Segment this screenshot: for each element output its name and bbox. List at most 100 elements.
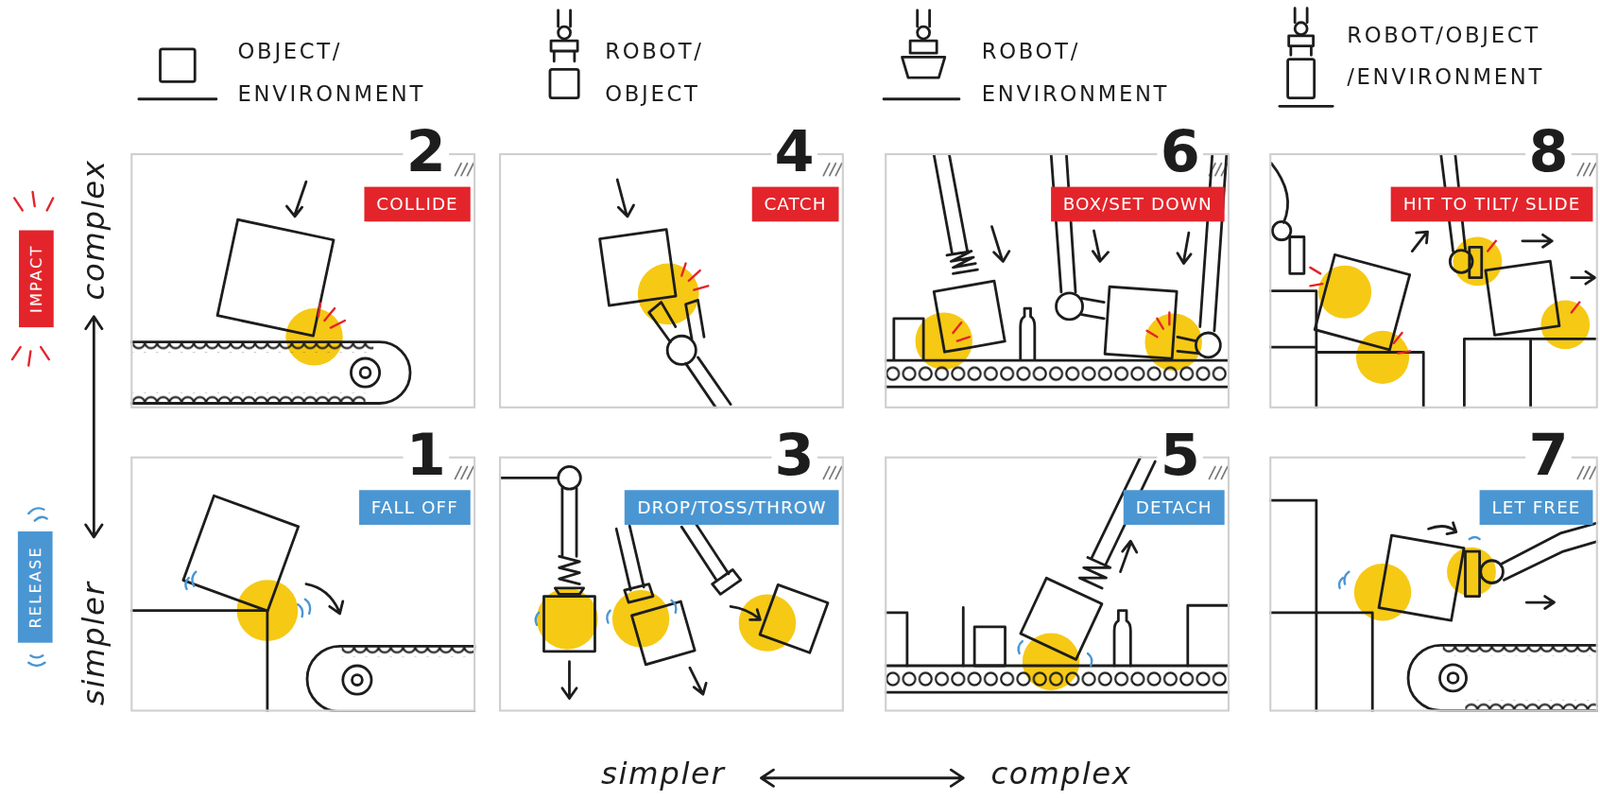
fall-off-illustration bbox=[307, 645, 476, 711]
let-free-illustration bbox=[1269, 499, 1373, 712]
detach-illustration bbox=[884, 456, 1230, 692]
let-free-illustration bbox=[1464, 700, 1598, 711]
hit-to-tilt-slide-illustration bbox=[1469, 246, 1482, 277]
example-panel: 2COLLIDE bbox=[130, 153, 476, 409]
box-set-down-illustration bbox=[1050, 153, 1076, 293]
action-badge: FALL OFF bbox=[359, 489, 471, 525]
collide-illustration bbox=[350, 358, 379, 387]
box-set-down-illustration bbox=[952, 322, 969, 341]
catch-illustration bbox=[617, 179, 634, 217]
header-icon bbox=[1294, 8, 1308, 23]
drop-toss-throw-illustration bbox=[554, 487, 584, 594]
box-set-down-illustration bbox=[933, 280, 1005, 352]
let-free-illustration bbox=[1443, 644, 1599, 655]
badge-label: RELEASE bbox=[25, 545, 44, 628]
action-badge: HIT TO TILT/ SLIDE bbox=[1391, 187, 1594, 223]
number-hatch bbox=[823, 163, 842, 176]
axis-arrow bbox=[12, 191, 53, 366]
hit-to-tilt-slide-illustration bbox=[1309, 267, 1411, 354]
box-set-down-illustration bbox=[933, 153, 978, 274]
let-free-illustration bbox=[1269, 499, 1599, 712]
let-free-illustration bbox=[1446, 547, 1497, 597]
panel-number: 6 bbox=[1156, 123, 1204, 181]
example-panel: 5DETACH bbox=[884, 456, 1230, 712]
hit-to-tilt-slide-illustration bbox=[1269, 153, 1599, 409]
number-hatch bbox=[1577, 465, 1596, 479]
let-free-illustration bbox=[1501, 522, 1598, 580]
axis-arrow bbox=[760, 769, 964, 786]
box-set-down-illustration bbox=[1020, 308, 1035, 360]
action-badge: DROP/TOSS/THROW bbox=[624, 489, 839, 525]
detach-illustration bbox=[1114, 610, 1131, 666]
collide-illustration bbox=[132, 393, 365, 404]
header-icon bbox=[160, 49, 196, 83]
hit-to-tilt-slide-illustration bbox=[1356, 330, 1410, 384]
header-icon bbox=[138, 97, 217, 101]
box-set-down-illustration bbox=[991, 226, 1009, 262]
detach-illustration bbox=[884, 667, 1230, 690]
example-panel: 6BOX/SET DOWN bbox=[884, 153, 1230, 409]
column-header: OBJECT/ ENVIRONMENT bbox=[238, 29, 464, 116]
header-icon bbox=[1279, 104, 1333, 108]
hit-to-tilt-slide-illustration bbox=[1411, 231, 1428, 252]
action-badge: COLLIDE bbox=[363, 187, 470, 223]
box-set-down-illustration bbox=[1092, 230, 1191, 264]
number-hatch bbox=[1208, 465, 1227, 479]
fall-off-illustration bbox=[183, 495, 299, 611]
hit-to-tilt-slide-illustration bbox=[1487, 240, 1580, 313]
fall-off-illustration bbox=[130, 610, 268, 712]
header-icon bbox=[1289, 35, 1314, 56]
box-set-down-illustration bbox=[1195, 332, 1221, 358]
panel-number: 2 bbox=[403, 123, 450, 181]
badge-label: CATCH bbox=[763, 193, 826, 215]
category-badge: RELEASE bbox=[17, 531, 52, 643]
catch-illustration bbox=[649, 299, 705, 342]
box-set-down-illustration bbox=[1082, 297, 1105, 319]
header-icon bbox=[558, 10, 571, 27]
action-badge: LET FREE bbox=[1479, 489, 1594, 525]
fall-off-illustration bbox=[306, 584, 344, 614]
detach-illustration bbox=[1120, 540, 1137, 571]
drop-toss-throw-illustration bbox=[631, 601, 695, 665]
header-icon bbox=[550, 40, 578, 62]
header-icon bbox=[917, 10, 930, 27]
hit-to-tilt-slide-illustration bbox=[1522, 234, 1596, 284]
header-icon bbox=[917, 26, 930, 39]
panel-number: 3 bbox=[771, 426, 818, 483]
badge-label: IMPACT bbox=[26, 244, 45, 313]
example-panel: 3DROP/TOSS/THROW bbox=[498, 456, 844, 712]
hit-to-tilt-slide-illustration bbox=[1540, 299, 1590, 349]
header-icon bbox=[1288, 59, 1315, 99]
hit-to-tilt-slide-illustration bbox=[1485, 260, 1560, 335]
let-free-illustration bbox=[1464, 550, 1480, 597]
example-panel: 8HIT TO TILT/ SLIDE bbox=[1269, 153, 1599, 409]
box-set-down-illustration bbox=[1104, 286, 1177, 359]
box-set-down-illustration bbox=[1200, 154, 1227, 331]
drop-toss-throw-illustration bbox=[535, 600, 677, 625]
drop-toss-throw-illustration bbox=[498, 465, 828, 698]
hit-to-tilt-slide-illustration bbox=[1314, 254, 1411, 350]
column-header: ROBOT/ OBJECT bbox=[604, 29, 779, 116]
box-set-down-illustration bbox=[884, 360, 1230, 387]
let-free-illustration bbox=[1378, 534, 1464, 620]
header-icon bbox=[901, 40, 945, 78]
box-set-down-illustration bbox=[1177, 336, 1199, 353]
axis-label: simpler bbox=[75, 580, 113, 706]
panel-number: 7 bbox=[1525, 426, 1572, 483]
header-icon bbox=[1294, 22, 1308, 35]
panel-number: 5 bbox=[1156, 426, 1204, 483]
drop-toss-throw-illustration bbox=[689, 667, 706, 694]
drop-toss-throw-illustration bbox=[681, 520, 741, 595]
collide-illustration bbox=[318, 303, 345, 328]
catch-illustration bbox=[681, 263, 708, 291]
fall-off-illustration bbox=[352, 674, 363, 686]
collide-illustration bbox=[217, 219, 334, 336]
axis-arrow bbox=[12, 191, 964, 786]
badge-label: HIT TO TILT/ SLIDE bbox=[1403, 193, 1582, 215]
box-set-down-illustration bbox=[1056, 292, 1084, 320]
let-free-illustration bbox=[1408, 644, 1599, 710]
fall-off-illustration bbox=[342, 645, 476, 656]
